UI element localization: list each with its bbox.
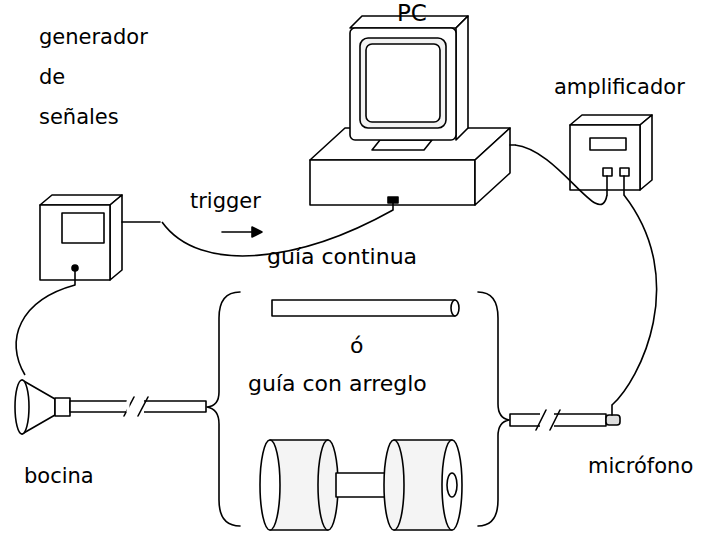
- pc-label-box: PC: [305, 0, 515, 210]
- device-label: micrófono: [588, 453, 693, 479]
- pc-illustration: [310, 16, 510, 205]
- device-label: guía continua: [267, 244, 417, 270]
- cable: [16, 285, 75, 375]
- right-brace: [478, 292, 509, 526]
- device-label: amplificador: [554, 74, 685, 100]
- signal-label: trigger: [188, 188, 263, 214]
- alternative-word: ó: [350, 333, 363, 359]
- device-label: PC: [397, 0, 427, 26]
- device-label: bocina: [24, 463, 94, 489]
- microphone-illustration: [510, 410, 620, 430]
- device-label: guía con arreglo: [248, 371, 427, 397]
- cable: [515, 145, 607, 205]
- continuous-guide: [272, 300, 459, 316]
- speaker-illustration: [15, 380, 206, 434]
- microphone-label-box: micrófono: [500, 405, 710, 495]
- generator-label-box: generador de señales: [35, 15, 162, 285]
- cable-stubs: [75, 145, 624, 415]
- speaker-label-box: bocina: [12, 375, 122, 500]
- cable: [612, 195, 657, 405]
- arranged-guide: [260, 440, 462, 530]
- device-label: generador de señales: [39, 17, 158, 137]
- guide-label-box: guía con arreglo: [240, 365, 470, 535]
- amplifier-illustration: [570, 115, 652, 190]
- amplifier-label-box: amplificador: [550, 70, 710, 195]
- generator-illustration: [40, 195, 122, 280]
- left-brace: [207, 292, 240, 526]
- direction-arrow: [222, 227, 262, 237]
- guide-label-box: guía continua: [255, 240, 465, 322]
